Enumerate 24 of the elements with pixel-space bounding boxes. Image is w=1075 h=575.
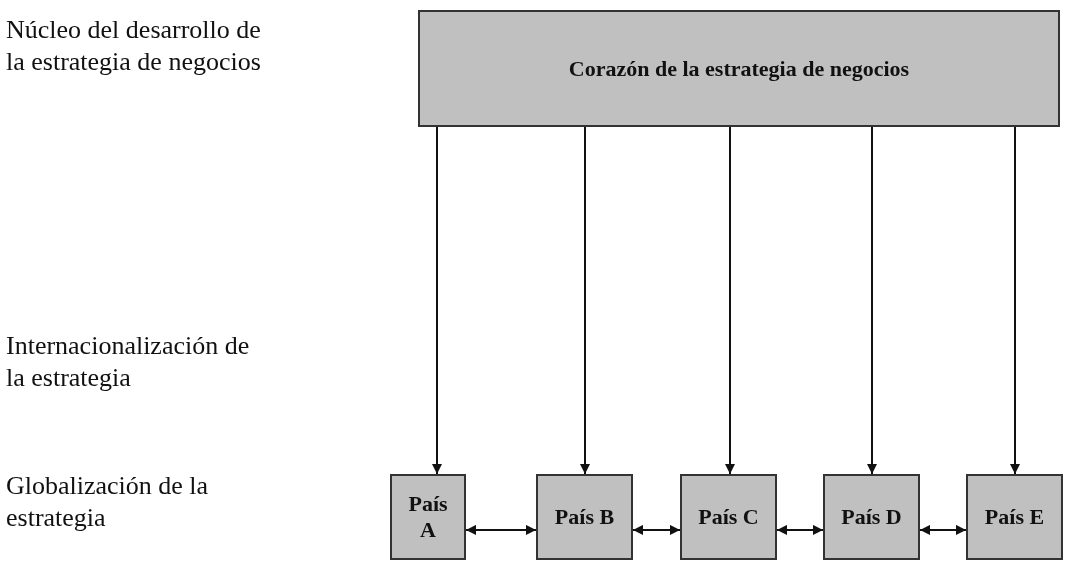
level-label: Núcleo del desarrollo de la estrategia de negocios <box>6 14 262 78</box>
double-arrow <box>632 524 681 535</box>
level-label: Internacionalización de la estrategia <box>6 330 251 394</box>
box-title: Corazón de la estrategia de negocios <box>568 55 910 82</box>
country-name: País E <box>984 504 1045 530</box>
arrow <box>580 126 590 475</box>
double-arrow <box>919 524 967 535</box>
level-label: Globalización de la estrategia <box>6 470 210 534</box>
country-box <box>390 474 466 560</box>
country-box <box>966 474 1063 560</box>
arrow <box>725 126 735 475</box>
arrow <box>867 126 877 475</box>
country-box <box>680 474 777 560</box>
arrow <box>1010 126 1020 475</box>
country-box <box>536 474 633 560</box>
double-arrow <box>465 524 537 535</box>
country-name: País A <box>407 491 449 543</box>
arrow <box>432 126 442 475</box>
country-box <box>823 474 920 560</box>
country-name: País C <box>698 504 759 530</box>
country-name: País D <box>841 504 902 530</box>
strategy-core-box <box>418 10 1060 127</box>
country-name: País B <box>554 504 615 530</box>
double-arrow <box>776 524 824 535</box>
